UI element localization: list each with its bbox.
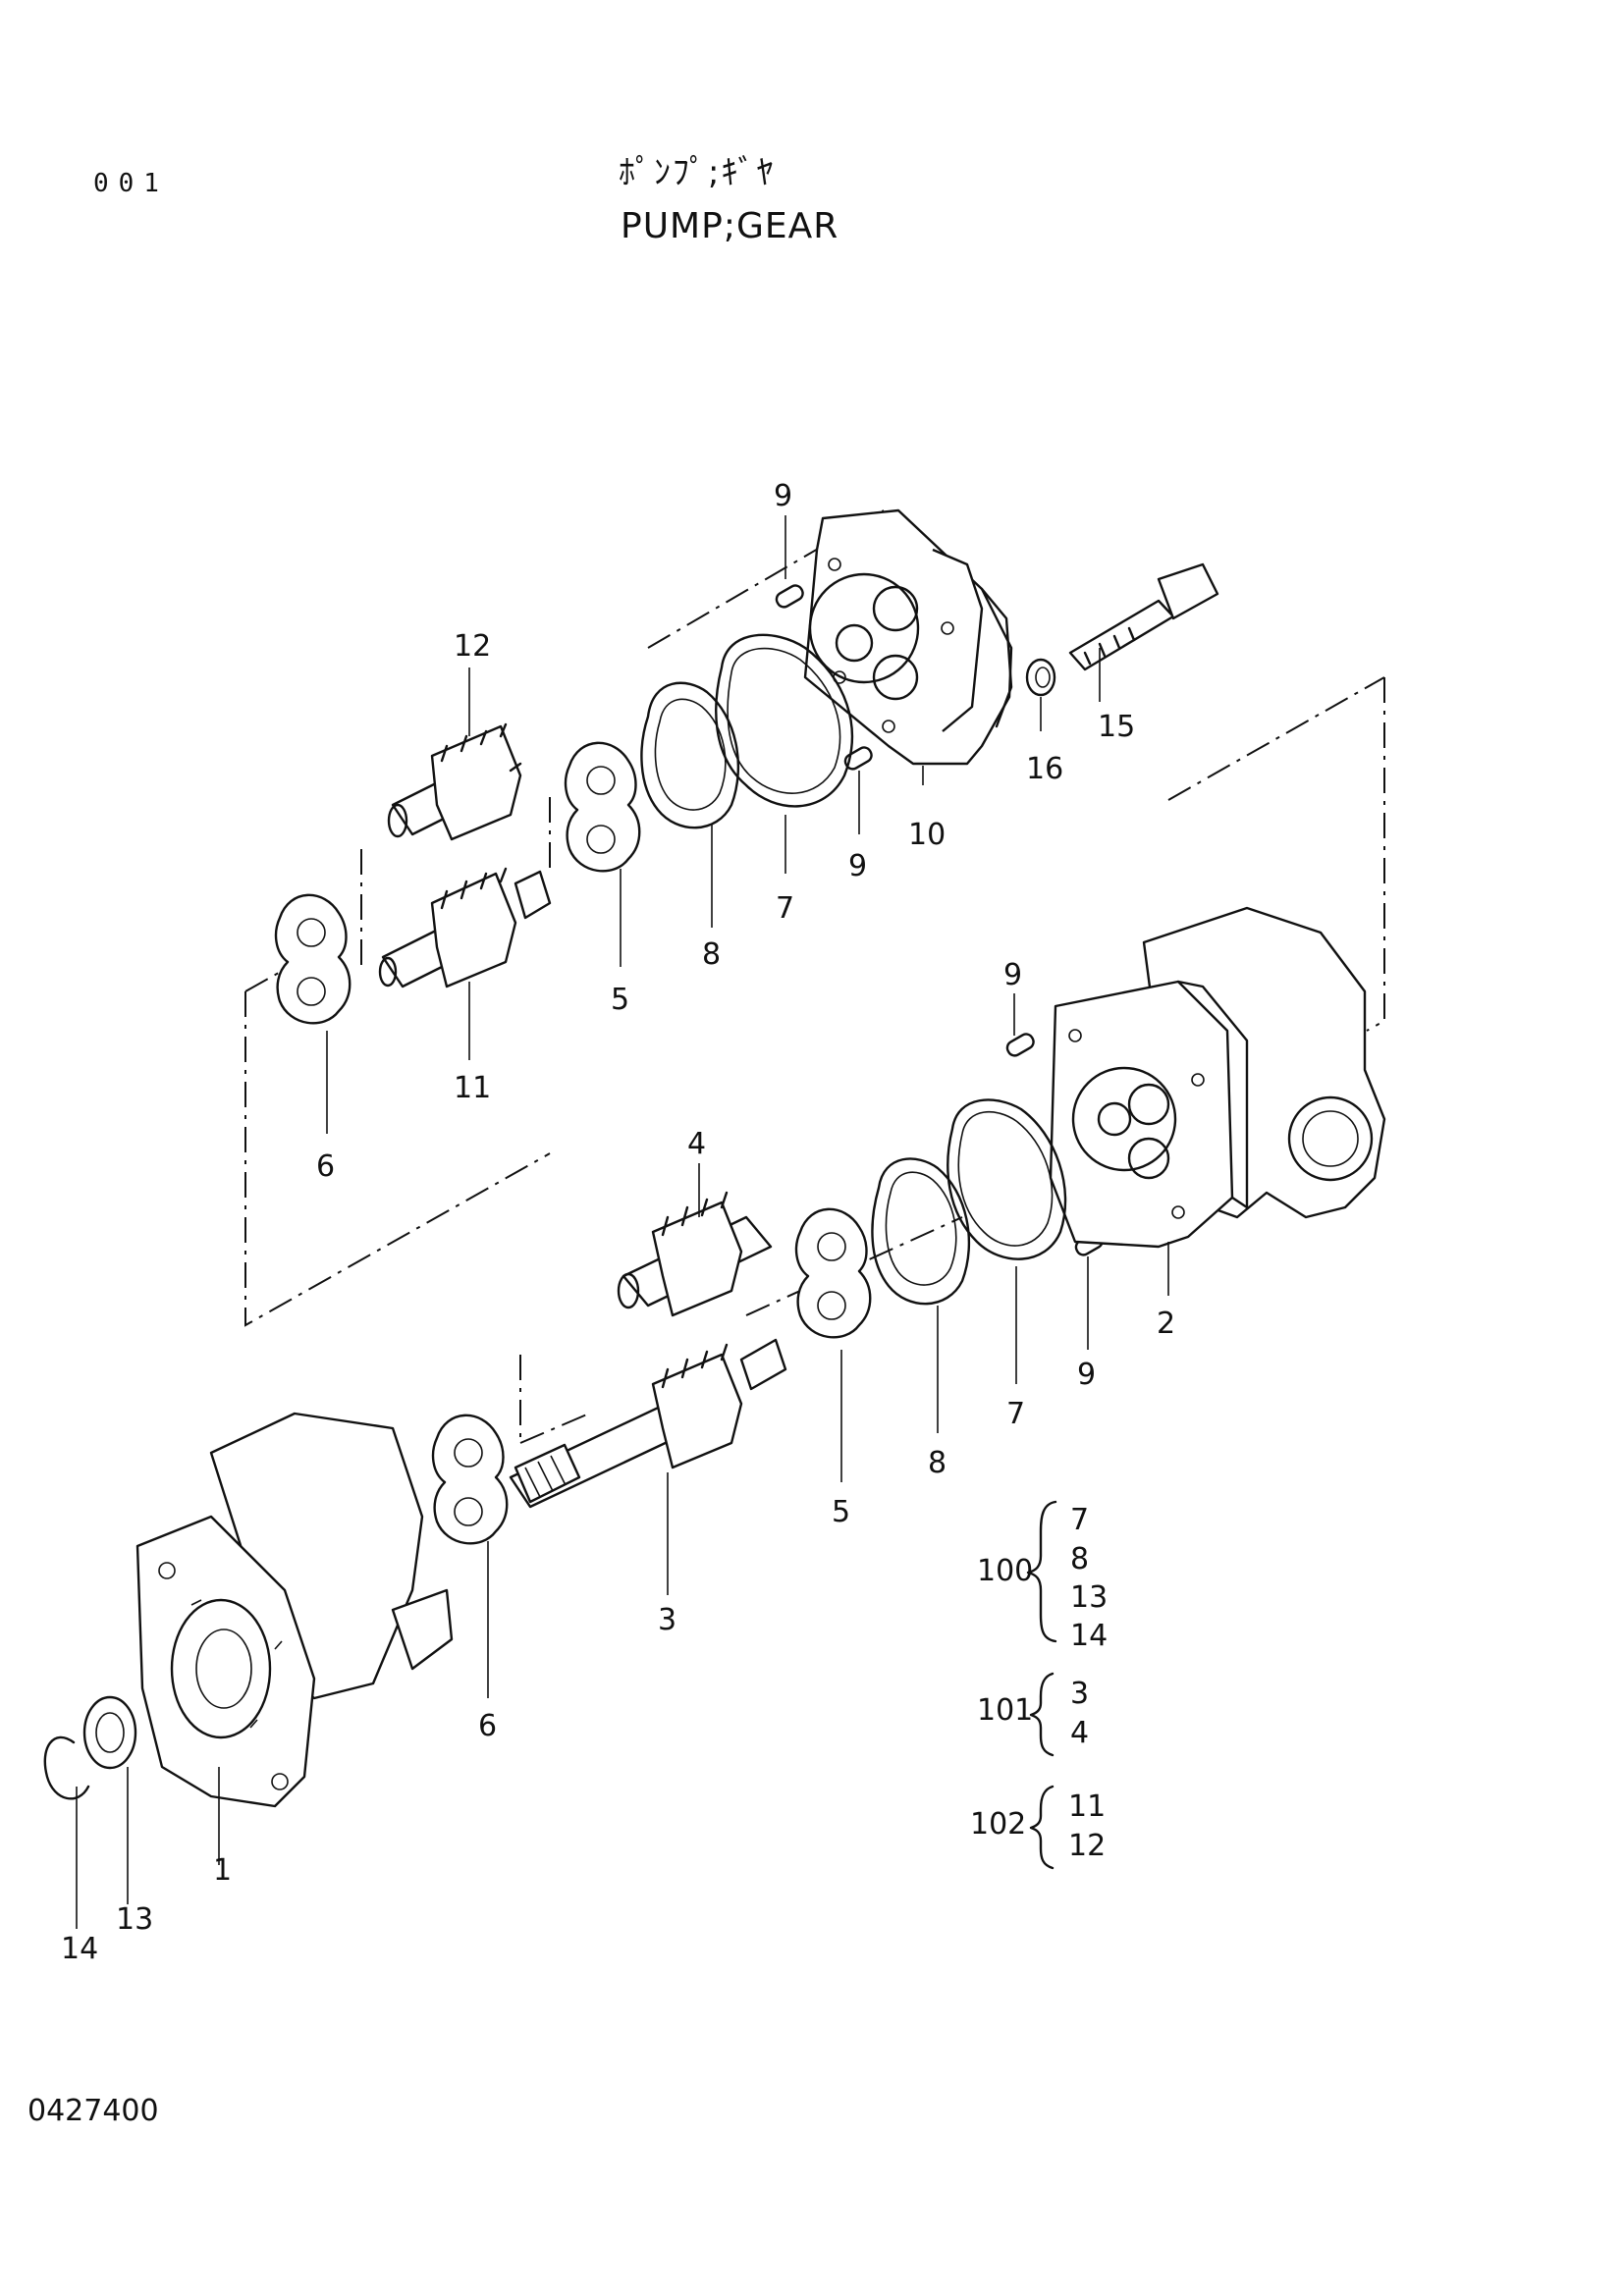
lower-seals-parts-7-8 [871, 1098, 1067, 1306]
leader-lines [76, 515, 1169, 1929]
callout-7: 7 [776, 891, 794, 926]
callout-10: 10 [908, 818, 946, 852]
wear-plate-part-6-lower [431, 1414, 509, 1545]
assembly-part: 4 [1070, 1716, 1089, 1750]
snap-ring-part-14 [43, 1735, 90, 1800]
callout-4: 4 [687, 1127, 706, 1161]
front-cover-part-10 [803, 508, 1013, 766]
callout-2: 2 [1157, 1307, 1175, 1341]
wear-plate-part-5-lower [794, 1207, 872, 1339]
document-code: 0427400 [27, 2094, 159, 2128]
callout-9: 9 [1003, 958, 1022, 992]
callout-3: 3 [658, 1603, 676, 1637]
assembly-group-102: 102 11 12 [970, 1785, 1106, 1870]
assembly-group-100: 100 7 8 13 14 [977, 1500, 1108, 1653]
shaft-gear-part-3 [509, 1338, 787, 1509]
callout-11: 11 [454, 1071, 491, 1105]
callout-5: 5 [832, 1495, 850, 1529]
assembly-part: 8 [1070, 1542, 1089, 1576]
callout-13: 13 [116, 1902, 153, 1937]
callout-7: 7 [1006, 1397, 1025, 1431]
callout-15: 15 [1098, 710, 1135, 744]
page-number: 001 [93, 169, 169, 198]
callout-14: 14 [61, 1932, 98, 1966]
title-english: PUMP;GEAR [621, 206, 839, 246]
assembly-id: 100 [977, 1554, 1033, 1588]
assembly-part: 7 [1070, 1503, 1089, 1537]
assembly-id: 101 [977, 1693, 1033, 1728]
callout-12: 12 [454, 629, 491, 664]
callout-8: 8 [928, 1446, 947, 1480]
rear-housing-part-1 [135, 1412, 454, 1808]
wear-plate-part-5-upper [564, 741, 641, 873]
gear-part-12 [387, 722, 522, 841]
bolt-part-15 [1068, 562, 1219, 671]
gear-part-4 [617, 1191, 773, 1317]
assembly-group-101: 101 3 4 [977, 1672, 1089, 1757]
dowel-pins-part-9 [775, 584, 1104, 1256]
callout-6: 6 [478, 1709, 497, 1743]
callout-labels: 9 12 15 16 10 9 7 8 5 11 6 4 9 2 9 7 8 5… [61, 479, 1175, 1966]
pump-body-part-2 [1049, 906, 1386, 1249]
assembly-part: 3 [1070, 1677, 1089, 1711]
gear-part-11 [378, 867, 552, 988]
assembly-part: 13 [1070, 1580, 1108, 1615]
assembly-part: 14 [1070, 1619, 1108, 1653]
callout-16: 16 [1026, 752, 1063, 786]
callout-8: 8 [702, 937, 721, 972]
assembly-id: 102 [970, 1807, 1026, 1842]
title-japanese: ﾎﾟﾝﾌﾟ;ｷﾞﾔ [619, 153, 776, 192]
callout-1: 1 [213, 1853, 232, 1888]
wear-plate-part-6-upper [274, 893, 352, 1025]
callout-9: 9 [1077, 1358, 1096, 1392]
assembly-part: 11 [1068, 1789, 1106, 1824]
assembly-part: 12 [1068, 1829, 1106, 1863]
callout-9: 9 [774, 479, 792, 513]
callout-9: 9 [848, 849, 867, 883]
upper-seals-parts-7-8 [640, 633, 853, 829]
callout-6: 6 [316, 1149, 335, 1184]
bearing-part-13 [82, 1695, 137, 1770]
callout-5: 5 [611, 983, 629, 1017]
washer-part-16 [1025, 658, 1056, 697]
